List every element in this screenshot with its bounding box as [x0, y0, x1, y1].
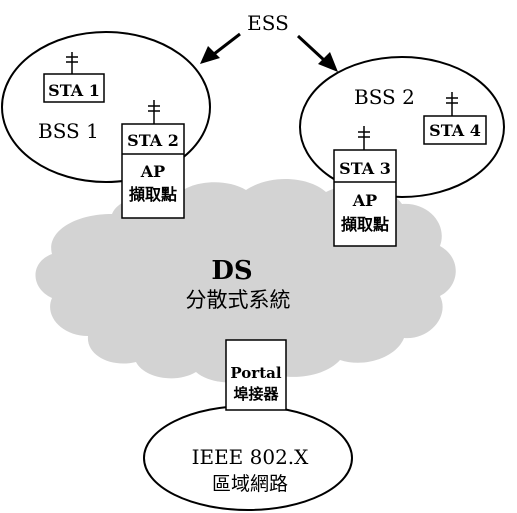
ap1-sublabel: 擷取點	[129, 185, 177, 204]
bss2-label: BSS 2	[354, 85, 415, 109]
sta4-label: STA 4	[429, 121, 481, 140]
ess-arrow-left	[200, 32, 241, 64]
lan-label: IEEE 802.X	[192, 445, 310, 469]
antenna-icon	[358, 126, 370, 150]
ap1-station: STA 2 AP 擷取點	[121, 100, 185, 219]
bss1-label: BSS 1	[38, 119, 99, 143]
portal-box: Portal 埠接器	[225, 339, 287, 411]
ds-label: DS	[211, 256, 252, 286]
lan-sublabel: 區域網路	[212, 473, 288, 495]
sta1-station: STA 1	[43, 52, 105, 103]
portal-sublabel: 埠接器	[233, 385, 279, 403]
sta4-station: STA 4	[423, 92, 487, 145]
portal-label: Portal	[230, 364, 281, 382]
ap1-label: AP	[140, 162, 165, 181]
antenna-icon	[66, 52, 78, 74]
sta1-label: STA 1	[48, 81, 100, 100]
ess-arrow-right	[296, 34, 338, 72]
ap2-station: STA 3 AP 擷取點	[333, 126, 397, 247]
sta2-label: STA 2	[127, 131, 179, 150]
antenna-icon	[148, 100, 160, 124]
ap2-sublabel: 擷取點	[341, 215, 389, 234]
sta3-label: STA 3	[339, 159, 391, 178]
ap2-label: AP	[352, 191, 377, 210]
antenna-icon	[446, 92, 458, 116]
ds-sublabel: 分散式系統	[186, 288, 291, 312]
ess-label: ESS	[247, 11, 289, 35]
